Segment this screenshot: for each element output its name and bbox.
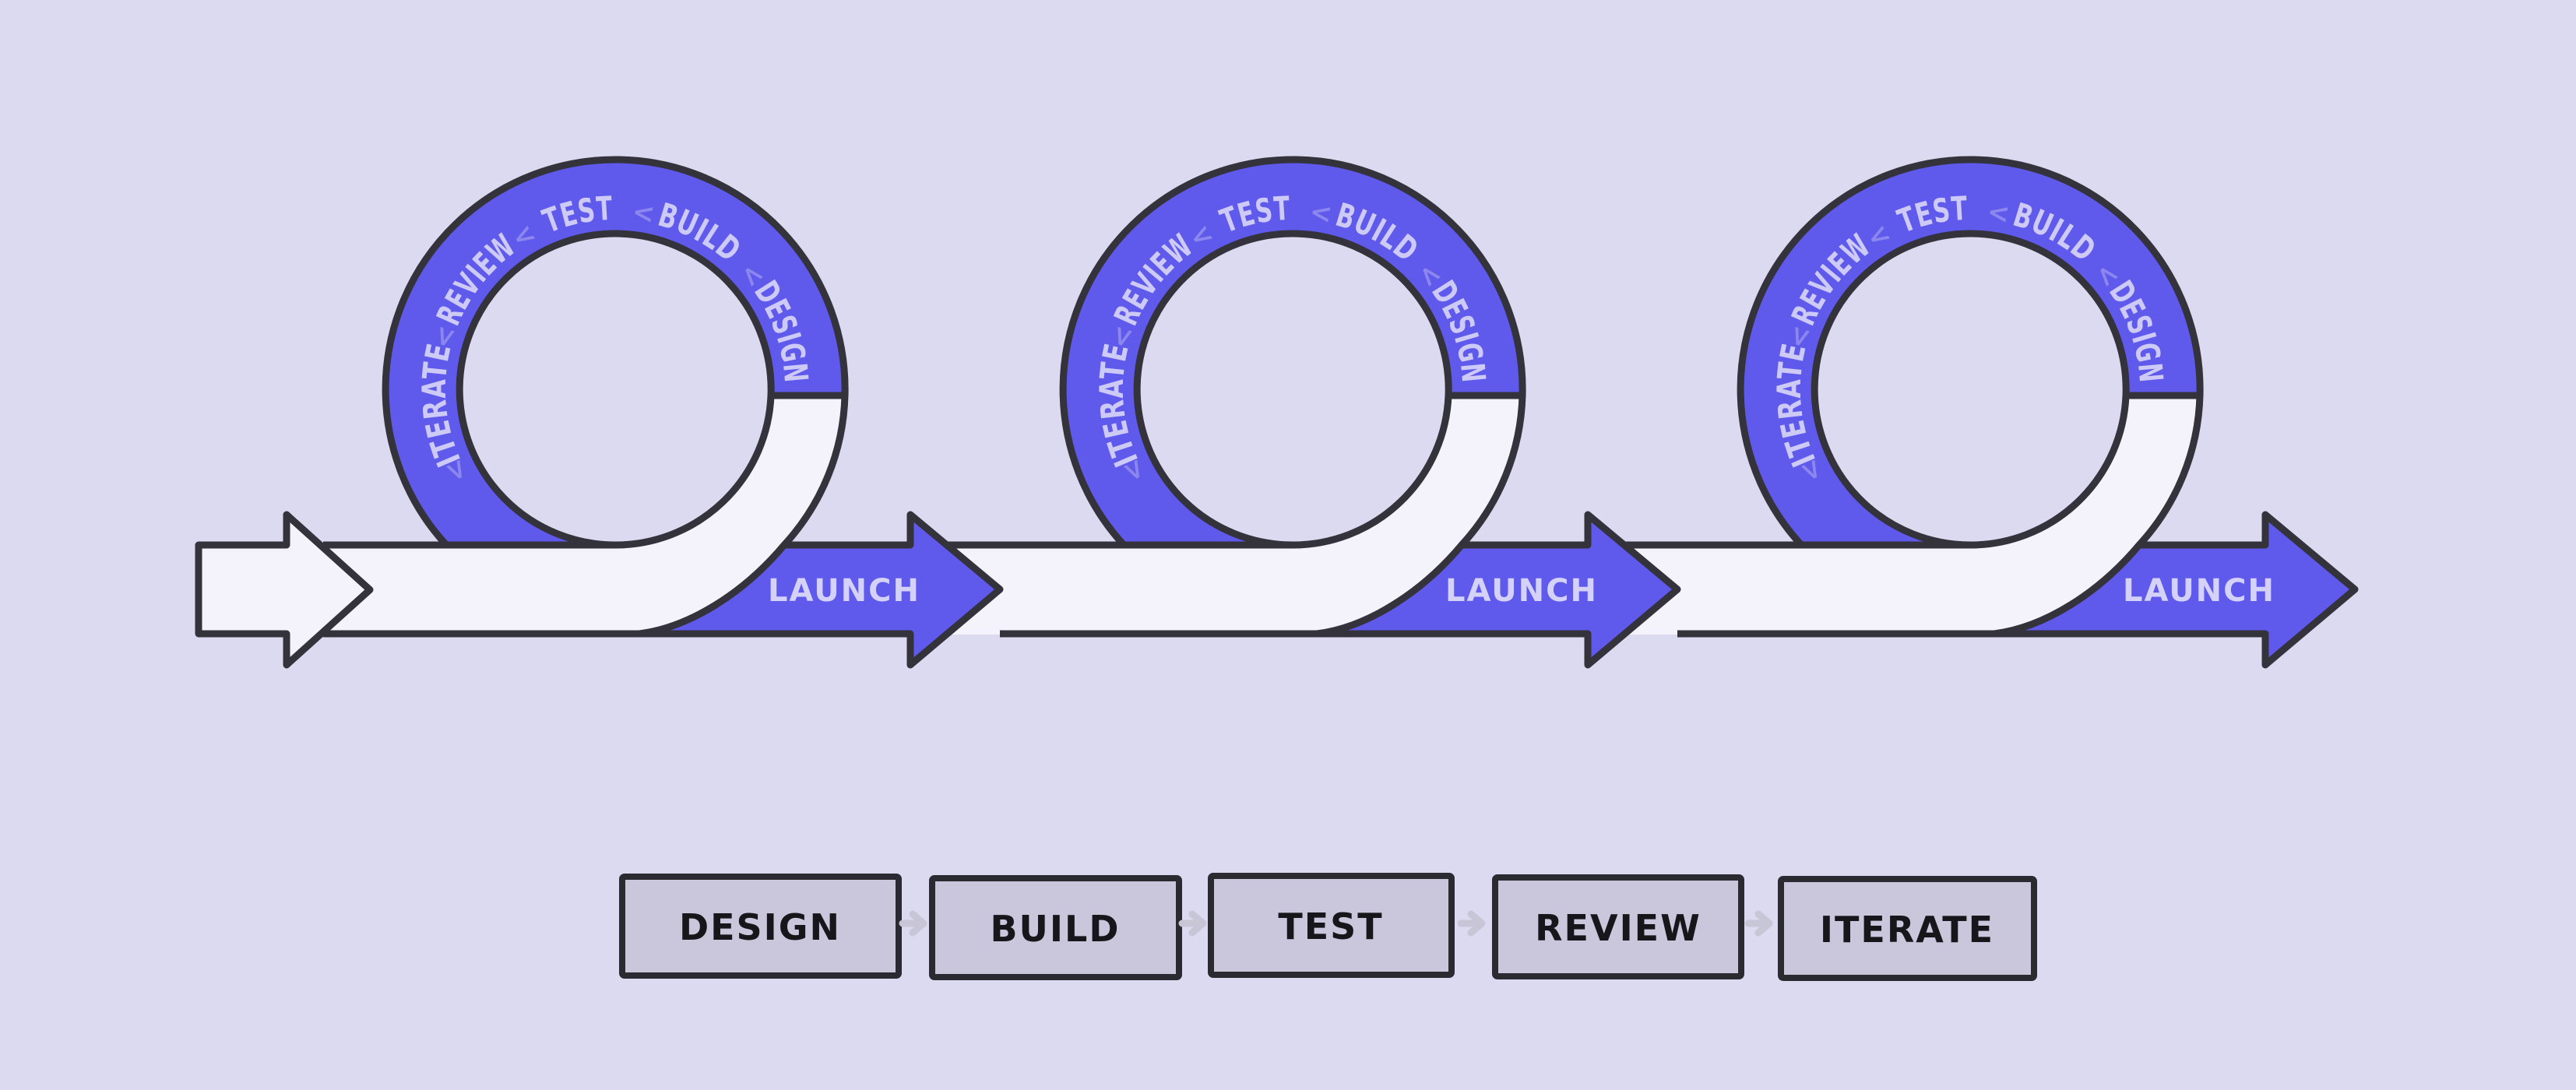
launch-label: LAUNCH (2123, 573, 2275, 609)
launch-arrow (1990, 511, 2359, 669)
flow-box-review: REVIEW (1492, 874, 1744, 979)
ring-chevron-icon: < (1307, 196, 1334, 230)
launch-arrows: LAUNCH LAUNCH LAUNCH (635, 511, 2359, 669)
flow-box (619, 874, 902, 979)
flow-box-design: DESIGN (619, 874, 902, 979)
flow-box (1208, 873, 1455, 978)
loop-tail-outline (1292, 392, 1526, 549)
flow-box-row: DESIGN BUILD TEST REVIEW ITERATE (619, 873, 2037, 981)
flow-box-test: TEST (1208, 873, 1455, 978)
connector-arrow-icon (1457, 910, 1486, 937)
loop-tail-outline (1969, 392, 2204, 549)
ring-chevron-icon: < (630, 196, 656, 230)
flow-box-label: DESIGN (679, 906, 841, 948)
loop-tail (615, 396, 845, 635)
loop-tail (1293, 396, 1522, 635)
flow-box-label: ITERATE (1820, 909, 1994, 951)
launch-label: LAUNCH (1445, 573, 1598, 609)
flow-box (929, 875, 1182, 980)
flow-box-iterate: ITERATE (1778, 876, 2037, 981)
flow-box (1778, 876, 2037, 981)
loop-tails (614, 392, 2204, 635)
start-arrow (195, 511, 374, 669)
connector-arrow-icon (1178, 910, 1207, 937)
flow-box-label: BUILD (990, 908, 1120, 950)
connector-arrow-icon (899, 910, 927, 937)
flow-box-build: BUILD (929, 875, 1182, 980)
loop-tail-outline (614, 392, 849, 549)
launch-arrow (1313, 511, 1681, 669)
loop-tail (1970, 396, 2200, 635)
flow-box (1492, 874, 1744, 979)
flow-box-label: REVIEW (1535, 907, 1701, 949)
ring-chevron-icon: < (1985, 196, 2011, 230)
flow-box-label: TEST (1278, 905, 1383, 948)
launch-label: LAUNCH (768, 573, 920, 609)
loop-rings (382, 156, 2204, 623)
connector-arrow-icon (1744, 910, 1773, 937)
launch-arrow (635, 511, 1004, 669)
